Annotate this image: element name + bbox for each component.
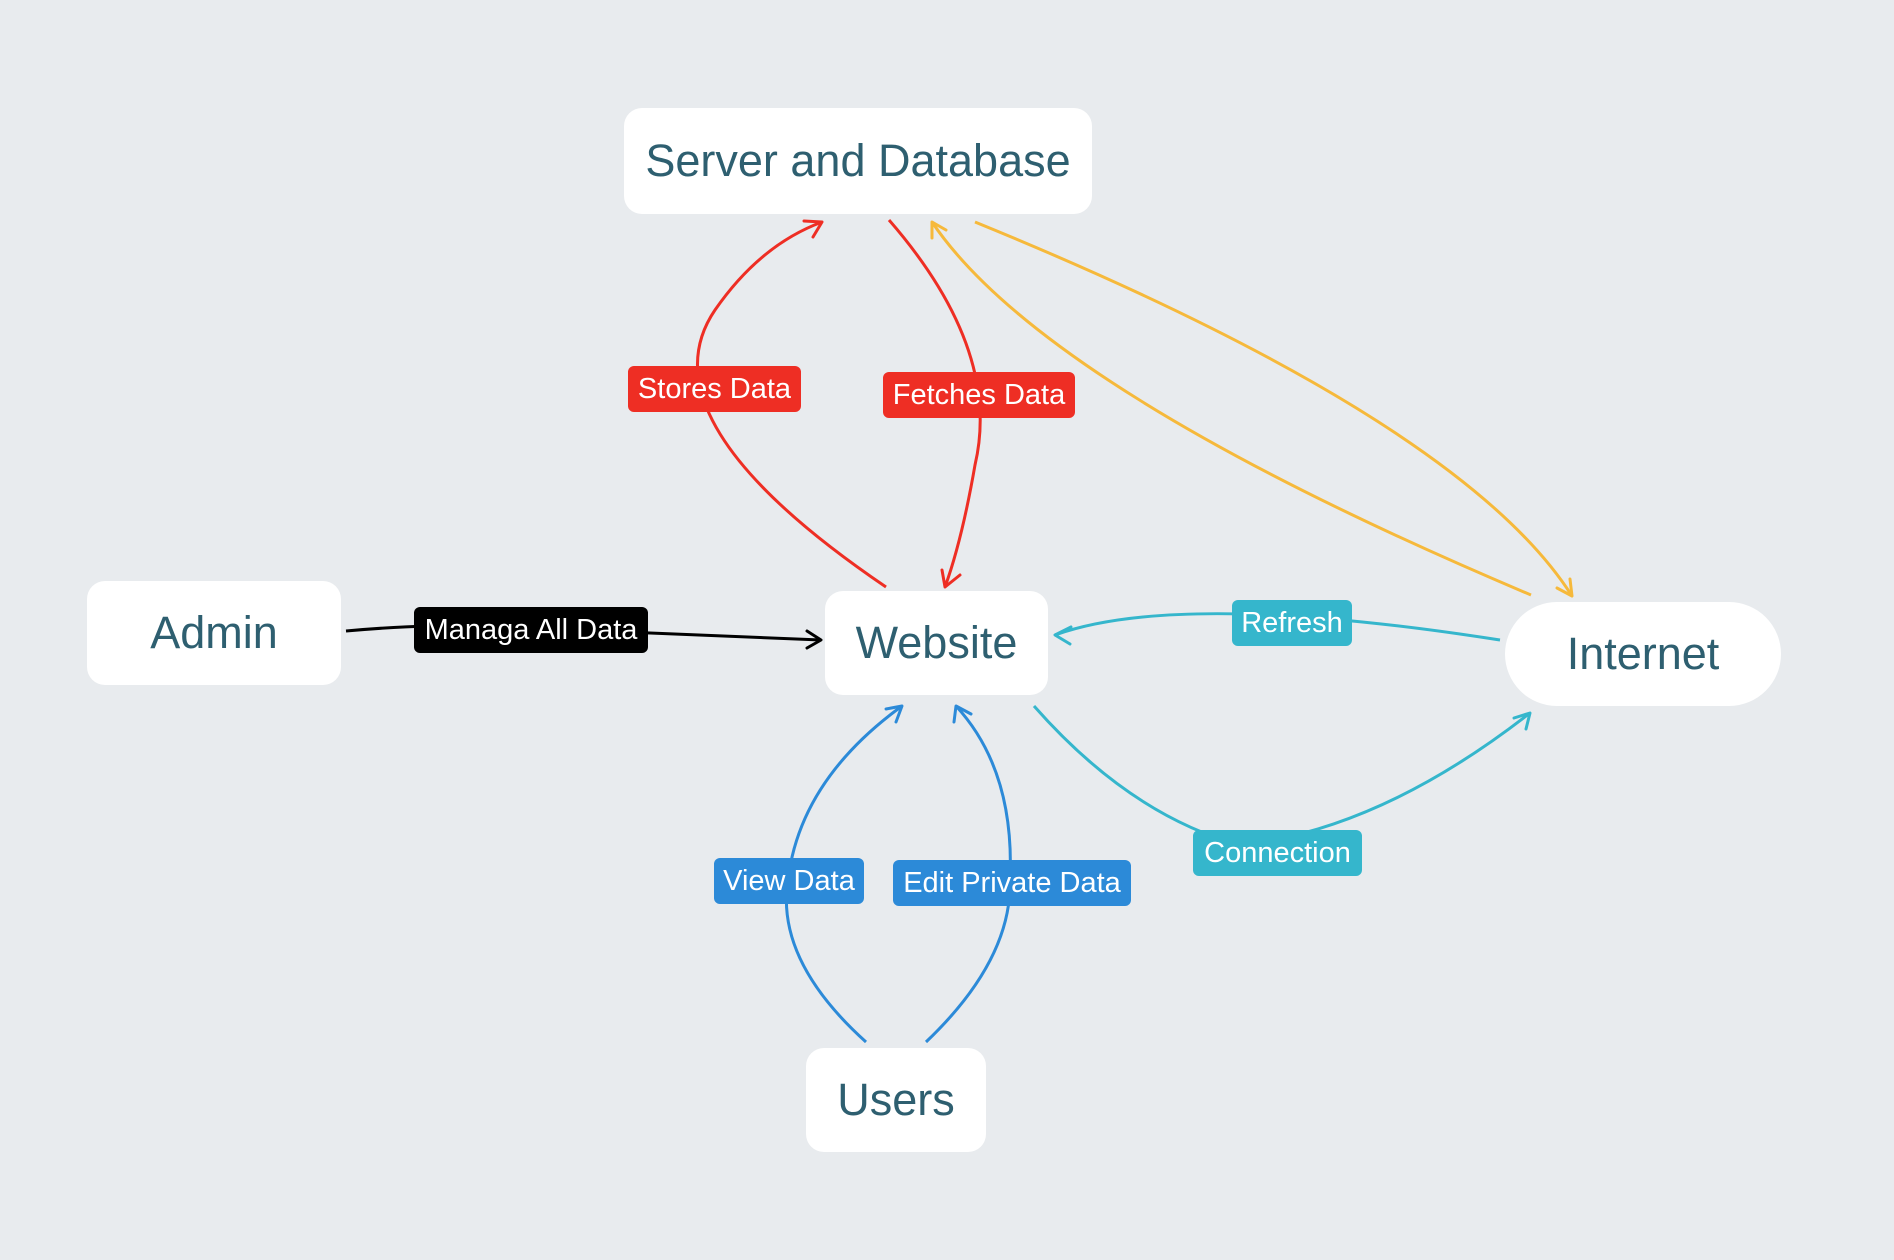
label-view-data: View Data (714, 858, 864, 904)
node-website-label: Website (855, 617, 1018, 668)
label-fetches-data: Fetches Data (883, 372, 1075, 418)
node-users[interactable]: Users (806, 1048, 986, 1152)
edge-internet-to-server (930, 221, 1532, 597)
arrowhead-manage-all-data (805, 629, 823, 650)
arrowhead-connection (1512, 711, 1532, 731)
node-internet-label: Internet (1566, 628, 1720, 679)
node-internet[interactable]: Internet (1505, 602, 1781, 706)
edge-fetches-data (887, 219, 982, 588)
label-refresh: Refresh (1232, 600, 1352, 646)
label-edit-private-data: Edit Private Data (893, 860, 1131, 906)
label-manage-all-data: Managa All Data (414, 607, 648, 653)
node-admin-label: Admin (150, 607, 278, 658)
arrowhead-server-to-internet (1555, 577, 1574, 598)
arrowhead-fetches-data (940, 568, 962, 589)
node-server-and-database[interactable]: Server and Database (624, 108, 1092, 214)
edge-stores-data (696, 220, 887, 589)
arrowhead-view-data (884, 704, 904, 724)
arrowhead-stores-data (802, 219, 824, 239)
label-stores-data: Stores Data (628, 366, 801, 412)
edge-connection (1032, 705, 1531, 847)
arrowhead-internet-to-server (930, 220, 948, 240)
node-users-label: Users (837, 1074, 955, 1125)
arrowhead-refresh (1053, 625, 1073, 646)
edge-refresh (1054, 612, 1501, 642)
label-connection: Connection (1193, 830, 1362, 876)
node-admin[interactable]: Admin (87, 581, 341, 685)
node-website[interactable]: Website (825, 591, 1048, 695)
edge-server-to-internet (974, 220, 1574, 597)
node-server-and-database-label: Server and Database (645, 135, 1071, 186)
arrowhead-edit-private-data (952, 704, 973, 724)
